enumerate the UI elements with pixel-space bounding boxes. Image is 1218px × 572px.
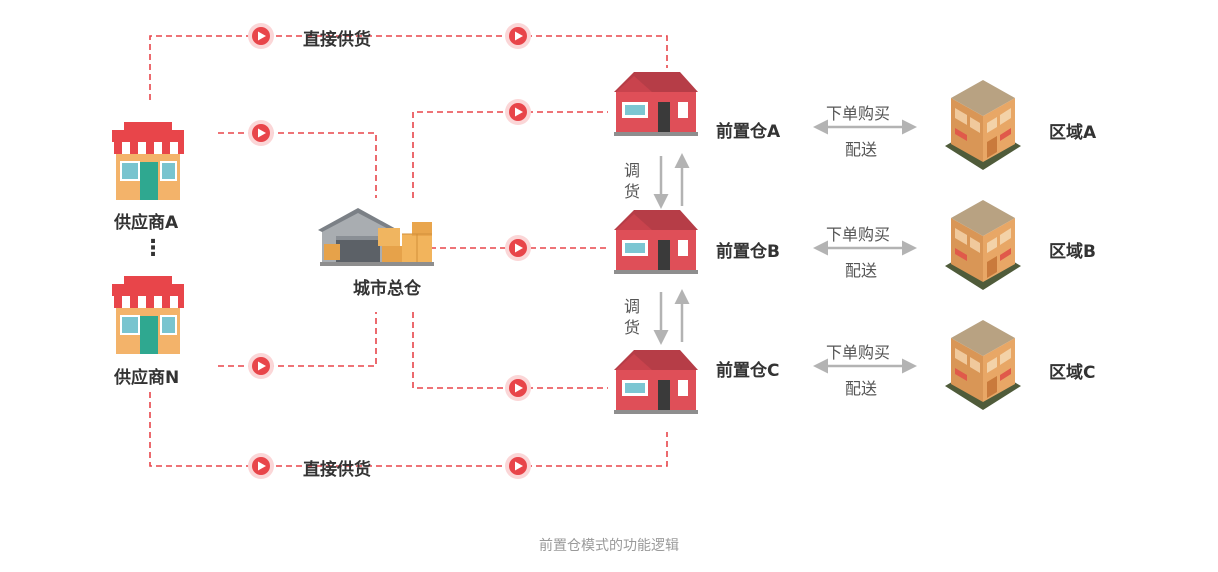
- play-arrow-icon: [505, 235, 531, 261]
- direct-supply-top-label: 直接供货: [303, 30, 371, 50]
- order-label-c: 下单购买: [826, 343, 891, 362]
- deliver-label-c: 配送: [845, 379, 878, 398]
- play-arrow-icon: [505, 375, 531, 401]
- building-icon: [945, 320, 1021, 410]
- front-warehouse-c-label: 前置仓C: [716, 361, 780, 381]
- front-warehouse-a-label: 前置仓A: [716, 122, 781, 142]
- direct-supply-top-line: [149, 35, 668, 100]
- deliver-label-b: 配送: [845, 261, 878, 280]
- play-arrow-icon: [248, 353, 274, 379]
- store-icon: [111, 121, 185, 201]
- play-arrow-icon: [248, 453, 274, 479]
- building-icon: [945, 200, 1021, 290]
- supplier-a-label: 供应商A: [114, 213, 179, 233]
- house-icon: [614, 350, 698, 414]
- transfer-label-1: 调货: [623, 161, 640, 201]
- supplier-n-label: 供应商N: [114, 368, 180, 388]
- store-icon: [111, 275, 185, 355]
- transfer-arrows: [653, 153, 690, 345]
- play-arrow-icon: [505, 23, 531, 49]
- supplier-a-to-city-line: [218, 132, 377, 198]
- play-arrow-icon: [505, 99, 531, 125]
- figure-caption: 前置仓模式的功能逻辑: [539, 538, 679, 554]
- direct-supply-bottom-line: [149, 392, 668, 467]
- deliver-label-a: 配送: [845, 140, 878, 159]
- house-icon: [614, 210, 698, 274]
- city-to-front-a-line: [412, 111, 608, 198]
- region-a-label: 区域A: [1049, 123, 1097, 143]
- front-warehouse-b-label: 前置仓B: [716, 242, 780, 262]
- transfer-label-2: 调货: [623, 297, 640, 337]
- supplier-n-to-city-line: [218, 312, 377, 367]
- play-arrow-icon: [505, 453, 531, 479]
- order-deliver-arrows: [813, 119, 917, 374]
- supplier-ellipsis: ⋮: [142, 236, 164, 261]
- city-warehouse-label: 城市总仓: [353, 279, 421, 299]
- warehouse-icon: [318, 208, 434, 266]
- order-label-b: 下单购买: [826, 225, 891, 244]
- play-arrow-icon: [248, 23, 274, 49]
- region-c-label: 区域C: [1049, 363, 1096, 383]
- direct-supply-bottom-label: 直接供货: [303, 460, 371, 480]
- order-label-a: 下单购买: [826, 104, 891, 123]
- city-to-front-c-line: [412, 312, 608, 389]
- house-icon: [614, 72, 698, 136]
- region-b-label: 区域B: [1049, 242, 1096, 262]
- building-icon: [945, 80, 1021, 170]
- play-arrow-icon: [248, 120, 274, 146]
